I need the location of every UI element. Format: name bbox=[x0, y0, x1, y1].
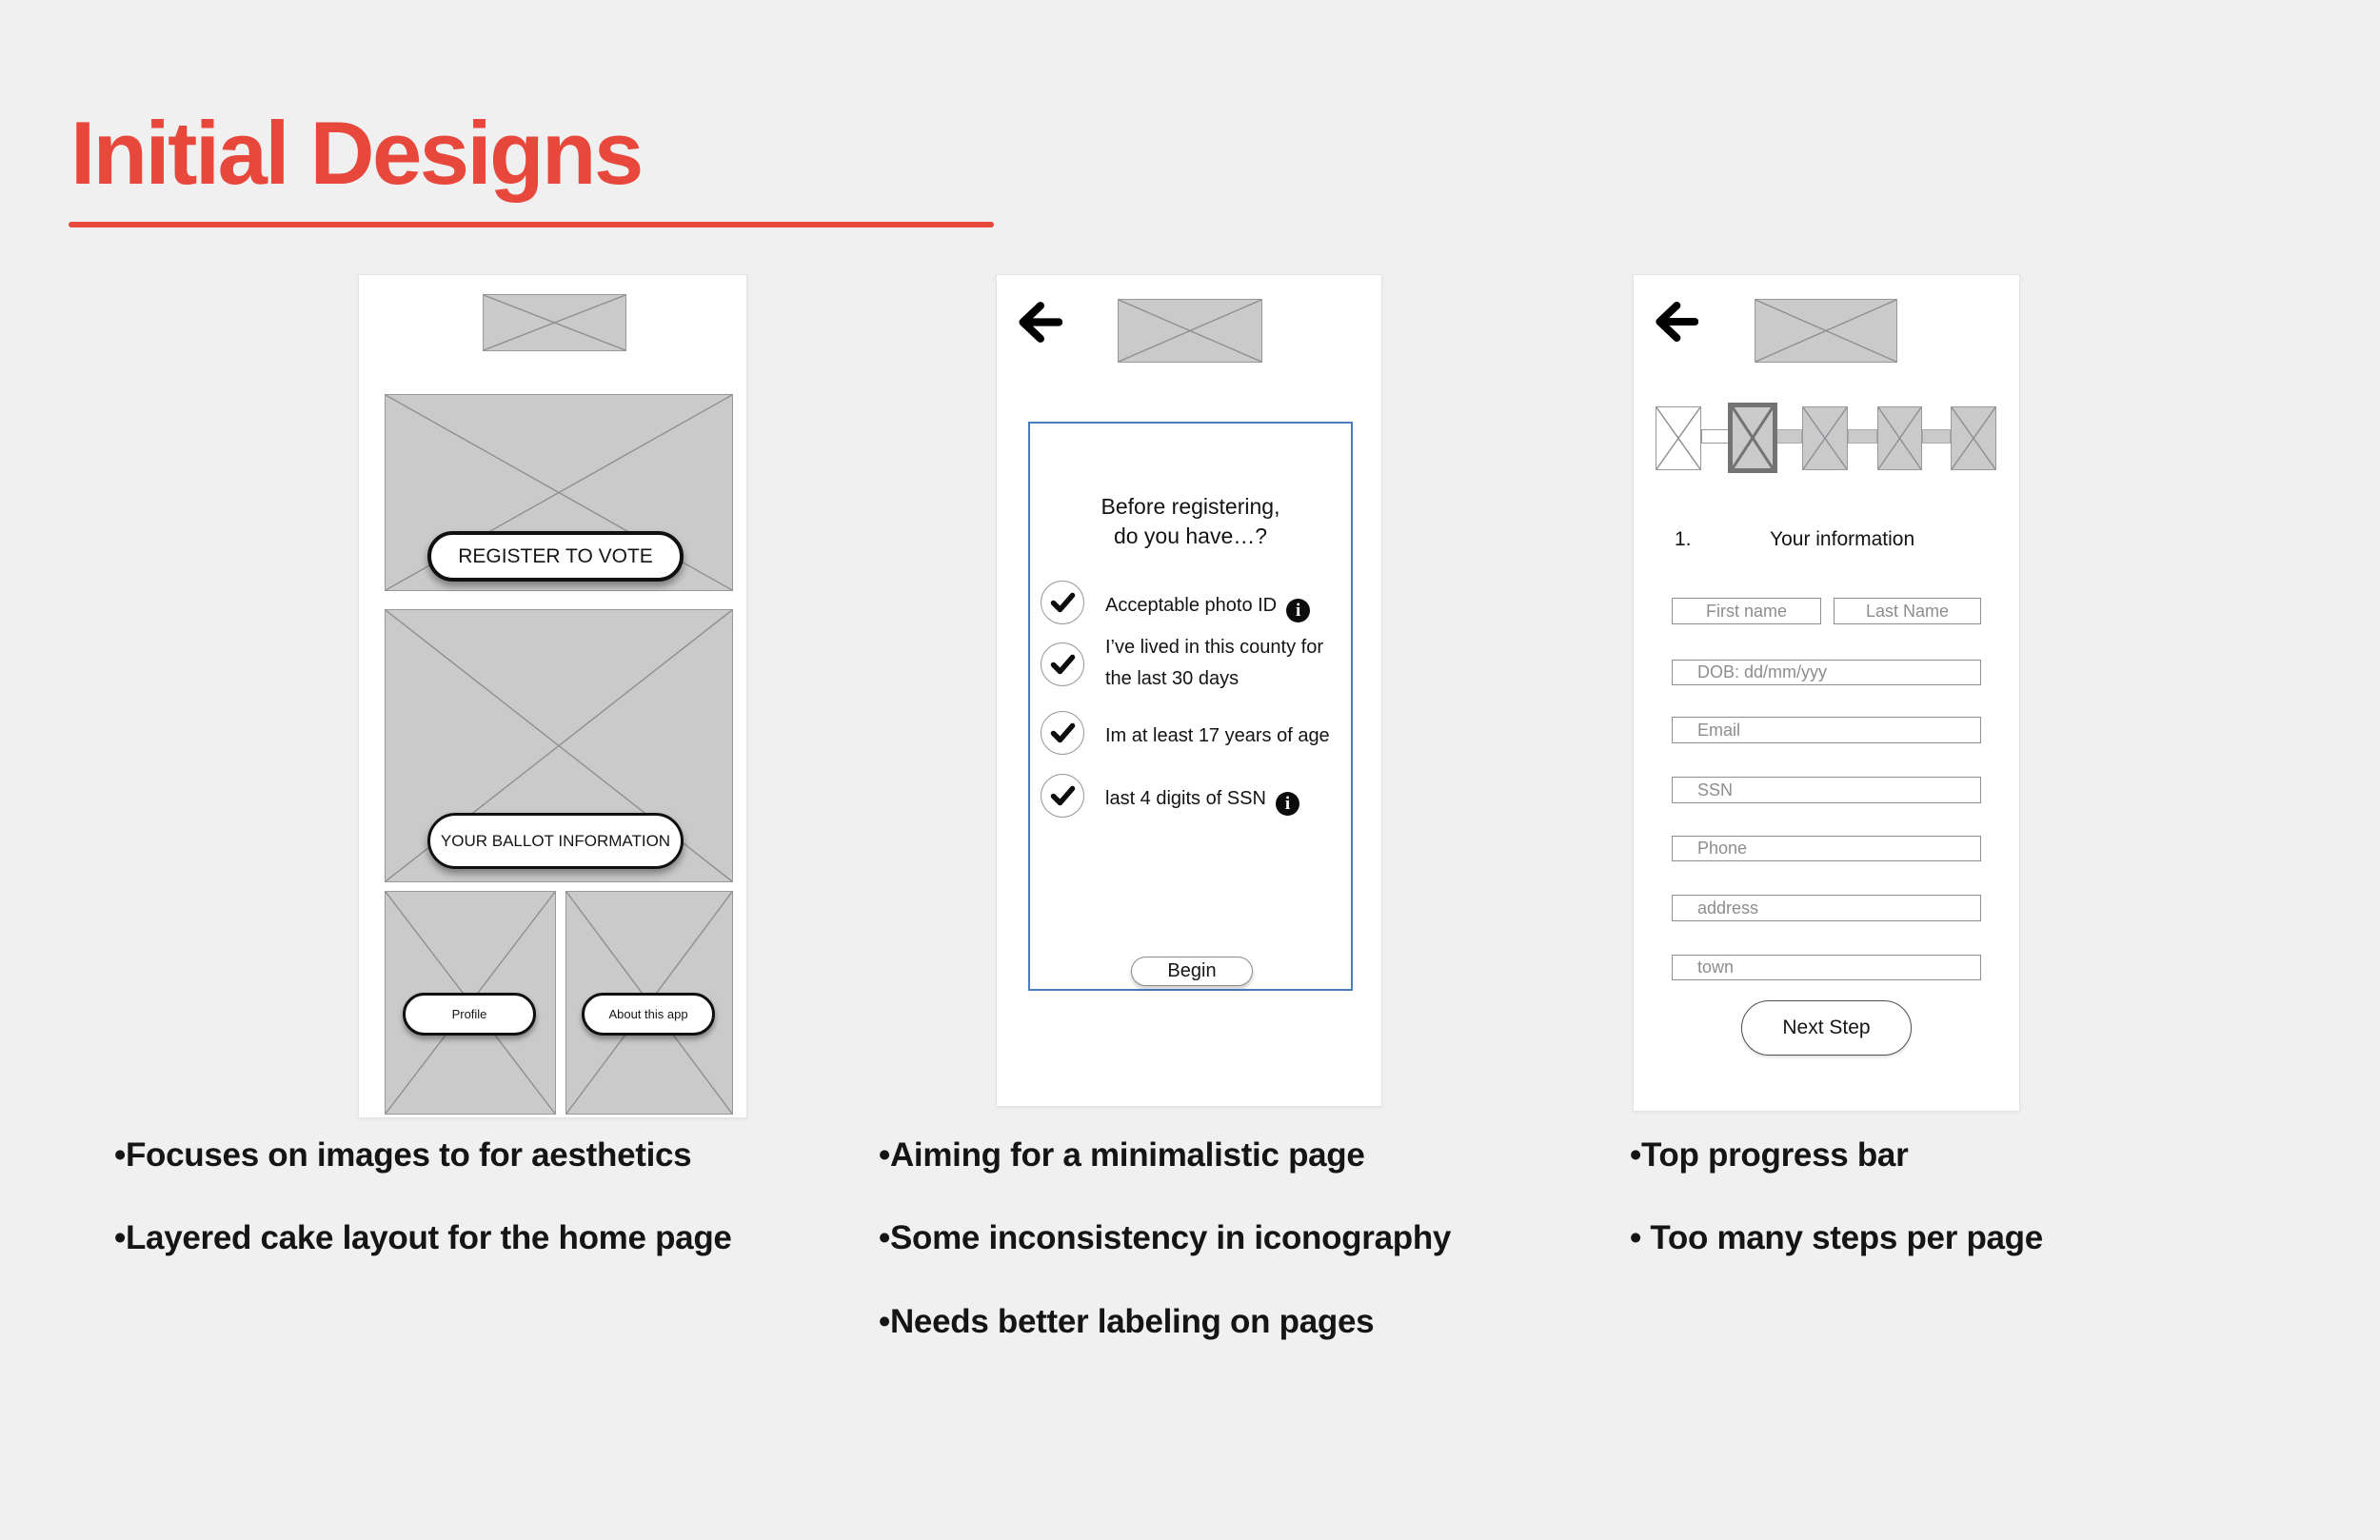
checklist-item-label: the last 30 days bbox=[1105, 668, 1240, 689]
checkmark-icon bbox=[1050, 654, 1075, 674]
next-step-button[interactable]: Next Step bbox=[1741, 1000, 1912, 1056]
progress-step-3 bbox=[1802, 406, 1848, 470]
checklist-item-label: I’ve lived in this county for bbox=[1105, 637, 1323, 658]
profile-button[interactable]: Profile bbox=[403, 993, 536, 1036]
progress-connector bbox=[1848, 429, 1877, 444]
about-this-app-button[interactable]: About this app bbox=[582, 993, 715, 1036]
dob-placeholder: DOB: dd/mm/yyy bbox=[1697, 662, 1828, 681]
question-heading-line1: Before registering, bbox=[1101, 494, 1280, 519]
logo-image-placeholder bbox=[1118, 299, 1262, 363]
note-form-2: • Too many steps per page bbox=[1630, 1219, 2043, 1256]
about-this-app-label: About this app bbox=[608, 1007, 688, 1021]
info-icon[interactable]: i bbox=[1275, 792, 1299, 816]
checklist-item: last 4 digits of SSN i bbox=[1105, 783, 1299, 816]
profile-label: Profile bbox=[451, 1007, 487, 1021]
note-form-1: •Top progress bar bbox=[1630, 1136, 1909, 1174]
title-underline bbox=[69, 222, 994, 227]
checkmark-icon bbox=[1050, 592, 1075, 612]
first-name-placeholder: First name bbox=[1705, 601, 1788, 621]
progress-connector bbox=[1775, 429, 1802, 444]
back-arrow-icon[interactable] bbox=[1650, 298, 1699, 350]
page-title: Initial Designs bbox=[70, 103, 644, 203]
checklist-item: Im at least 17 years of age bbox=[1105, 721, 1330, 752]
ballot-information-button[interactable]: YOUR BALLOT INFORMATION bbox=[427, 813, 684, 869]
town-placeholder: town bbox=[1697, 958, 1735, 977]
ballot-information-label: YOUR BALLOT INFORMATION bbox=[440, 831, 671, 850]
back-arrow-icon[interactable] bbox=[1013, 299, 1063, 350]
last-name-field[interactable]: Last Name bbox=[1834, 598, 1981, 624]
dob-field[interactable]: DOB: dd/mm/yyy bbox=[1672, 660, 1981, 685]
checkmark-icon bbox=[1050, 722, 1075, 742]
checklist-item-label: Im at least 17 years of age bbox=[1105, 725, 1330, 746]
last-name-placeholder: Last Name bbox=[1865, 601, 1950, 621]
first-name-field[interactable]: First name bbox=[1672, 598, 1821, 624]
wireframe-form: 1. Your information First name Last Name… bbox=[1633, 274, 2020, 1112]
begin-label: Begin bbox=[1167, 960, 1217, 981]
info-icon[interactable]: i bbox=[1286, 599, 1311, 622]
checkbox-age[interactable] bbox=[1041, 711, 1084, 755]
logo-image-placeholder bbox=[483, 294, 626, 351]
checklist-item: Acceptable photo ID i bbox=[1105, 590, 1311, 622]
progress-step-1 bbox=[1656, 406, 1701, 470]
phone-placeholder: Phone bbox=[1697, 839, 1748, 858]
progress-step-5 bbox=[1951, 406, 1996, 470]
note-home-1: •Focuses on images to for aesthetics bbox=[114, 1136, 692, 1174]
email-field[interactable]: Email bbox=[1672, 717, 1981, 743]
town-field[interactable]: town bbox=[1672, 955, 1981, 980]
progress-step-2-current bbox=[1728, 403, 1777, 473]
progress-connector bbox=[1922, 429, 1951, 444]
questionnaire-box: Before registering, do you have…? Accept… bbox=[1028, 422, 1353, 991]
address-placeholder: address bbox=[1697, 898, 1759, 918]
question-heading: Before registering, do you have…? bbox=[1030, 492, 1351, 551]
next-step-label: Next Step bbox=[1782, 1017, 1871, 1038]
address-field[interactable]: address bbox=[1672, 895, 1981, 921]
register-to-vote-label: REGISTER TO VOTE bbox=[458, 544, 653, 567]
note-checklist-2: •Some inconsistency in iconography bbox=[879, 1219, 1452, 1256]
phone-field[interactable]: Phone bbox=[1672, 836, 1981, 861]
ssn-field[interactable]: SSN bbox=[1672, 777, 1981, 803]
checkbox-photo-id[interactable] bbox=[1041, 581, 1084, 624]
note-checklist-1: •Aiming for a minimalistic page bbox=[879, 1136, 1365, 1174]
checklist-item-label: Acceptable photo ID bbox=[1105, 595, 1278, 616]
progress-connector bbox=[1701, 429, 1730, 444]
note-home-2: •Layered cake layout for the home page bbox=[114, 1219, 732, 1256]
email-placeholder: Email bbox=[1697, 720, 1741, 740]
ssn-placeholder: SSN bbox=[1697, 780, 1734, 800]
checkmark-icon bbox=[1050, 785, 1075, 805]
checkbox-ssn[interactable] bbox=[1041, 774, 1084, 818]
checkbox-residency[interactable] bbox=[1041, 642, 1084, 686]
begin-button[interactable]: Begin bbox=[1131, 957, 1253, 986]
step-number: 1. bbox=[1675, 528, 1692, 550]
checklist-item: I’ve lived in this county for the last 3… bbox=[1105, 632, 1323, 695]
wireframe-home: REGISTER TO VOTE YOUR BALLOT INFORMATION… bbox=[358, 274, 747, 1118]
note-checklist-3: •Needs better labeling on pages bbox=[879, 1303, 1375, 1340]
checklist-item-label: last 4 digits of SSN bbox=[1105, 788, 1266, 809]
question-heading-line2: do you have…? bbox=[1113, 523, 1268, 548]
register-to-vote-button[interactable]: REGISTER TO VOTE bbox=[427, 531, 684, 582]
wireframe-checklist: Before registering, do you have…? Accept… bbox=[996, 274, 1382, 1107]
step-title: Your information bbox=[1770, 528, 1915, 550]
logo-image-placeholder bbox=[1755, 299, 1897, 363]
progress-step-4 bbox=[1877, 406, 1922, 470]
